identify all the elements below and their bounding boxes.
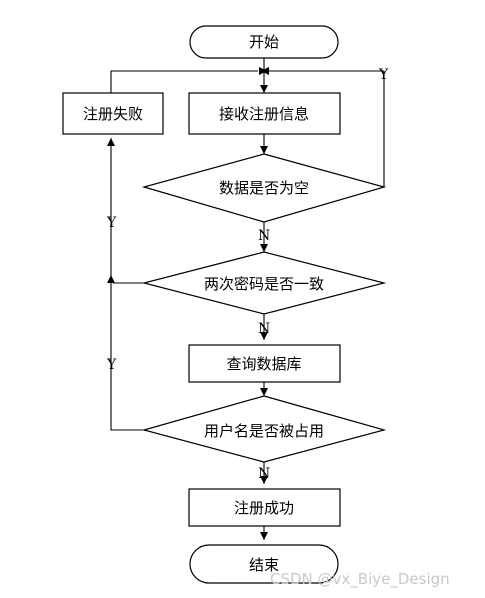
node-success-label: 注册成功 — [234, 499, 294, 517]
flow-arrowheads — [107, 67, 269, 540]
branch-empty-no: N — [258, 228, 270, 244]
branch-password-yes: Y — [106, 215, 117, 231]
node-end: 结束 — [189, 544, 339, 584]
flow-connectors — [110, 58, 385, 540]
decision-password-check: 两次密码是否一致 — [141, 251, 387, 315]
branch-empty-yes: Y — [378, 67, 389, 83]
node-start: 开始 — [189, 25, 339, 59]
node-start-label: 开始 — [249, 33, 279, 51]
decision-username-check: 用户名是否被占用 — [141, 395, 387, 463]
branch-username-yes: Y — [106, 357, 117, 373]
decision-empty-check-label: 数据是否为空 — [219, 179, 309, 197]
node-fail: 注册失败 — [62, 92, 164, 135]
node-query: 查询数据库 — [188, 344, 341, 383]
node-success: 注册成功 — [188, 488, 341, 527]
watermark: CSDN @vx_Biye_Design — [270, 570, 450, 589]
branch-username-no: N — [258, 466, 270, 482]
branch-password-no: N — [258, 321, 270, 337]
node-receive: 接收注册信息 — [188, 92, 341, 135]
node-receive-label: 接收注册信息 — [219, 105, 309, 123]
decision-username-check-label: 用户名是否被占用 — [204, 422, 324, 440]
node-query-label: 查询数据库 — [226, 355, 301, 373]
node-fail-label: 注册失败 — [83, 105, 143, 123]
decision-password-check-label: 两次密码是否一致 — [204, 275, 324, 293]
decision-empty-check: 数据是否为空 — [141, 153, 387, 223]
node-end-label: 结束 — [249, 556, 279, 574]
